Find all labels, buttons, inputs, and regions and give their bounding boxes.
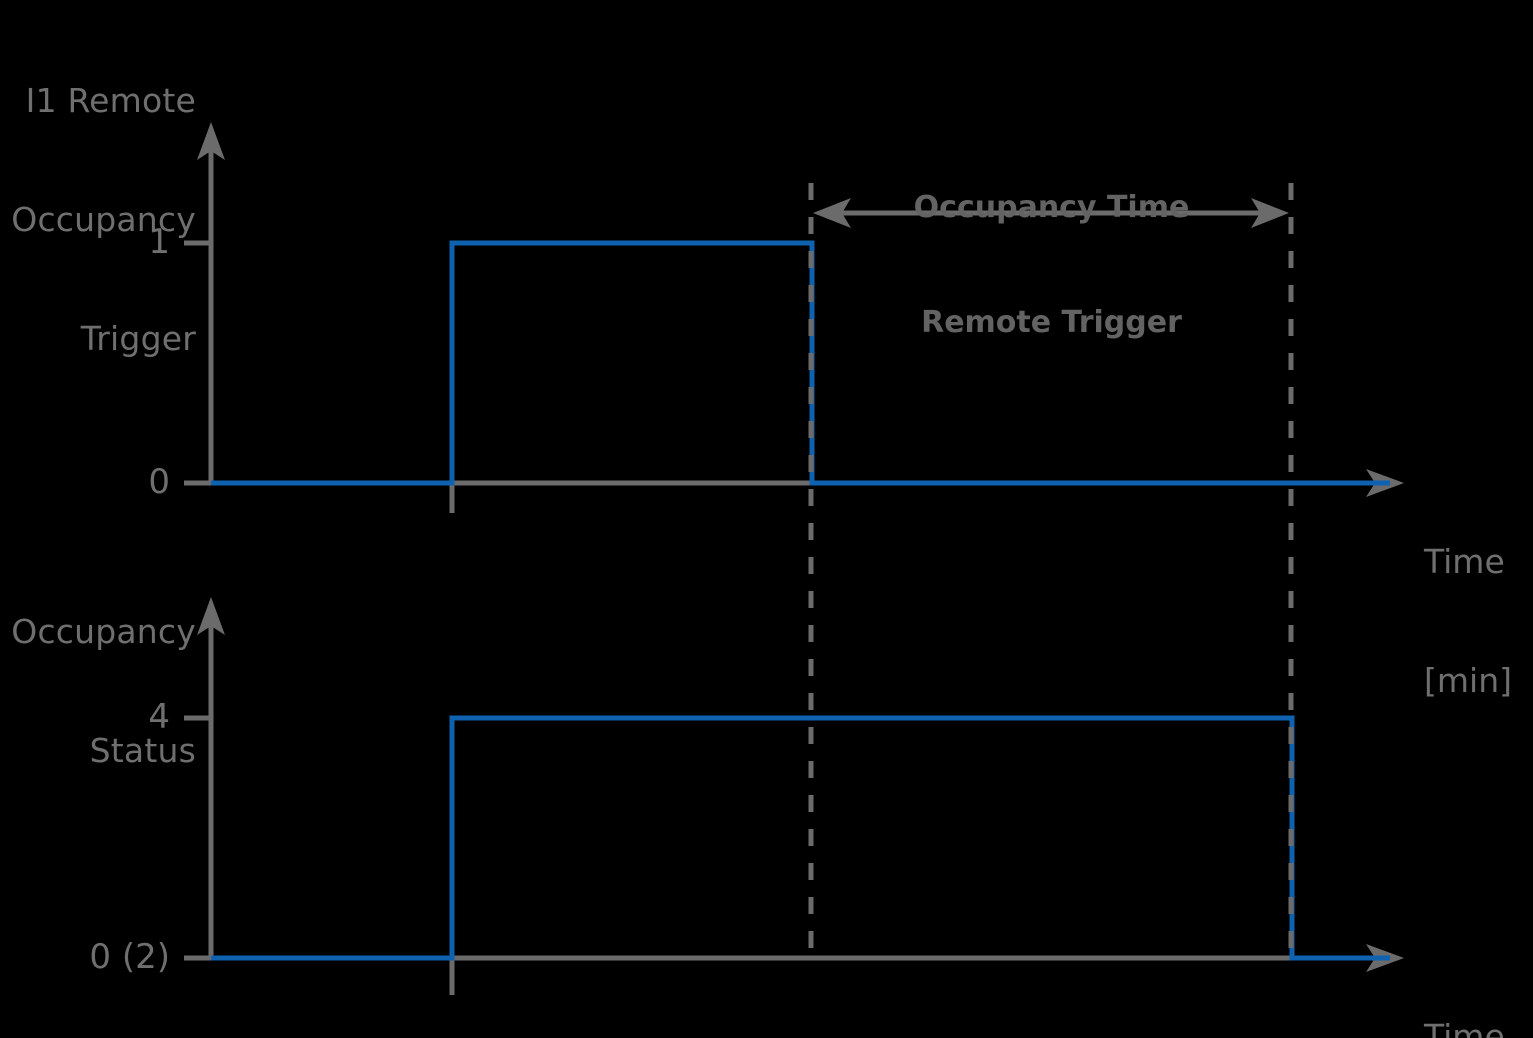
occupancy-time-annotation-line-2: Remote Trigger — [921, 304, 1182, 340]
top-chart-axis-title: I1 Remote Occupancy Trigger — [0, 2, 196, 438]
top-x-axis-label-line-1: Time — [1424, 542, 1505, 582]
top-y-tick-label-1: 1 — [148, 222, 170, 262]
top-x-axis-label-line-2: [min] — [1424, 660, 1512, 700]
top-y-axis-arrowhead — [197, 122, 225, 160]
bottom-y-axis-arrowhead — [197, 597, 225, 635]
occupancy-time-annotation-line-1: Occupancy Time — [913, 189, 1190, 225]
top-y-tick-label-0: 0 — [148, 462, 170, 502]
span-arrow-head-left — [813, 198, 851, 228]
top-x-axis-label: Time [min] — [1424, 463, 1533, 780]
bottom-chart-axes — [184, 597, 1404, 995]
bottom-chart-axis-title-line-2: Status — [89, 730, 196, 770]
top-signal-trace — [211, 240, 1390, 486]
bottom-chart-axis-title: Occupancy Status — [0, 533, 196, 850]
top-chart-axis-title-line-2: Occupancy — [11, 199, 196, 239]
bottom-chart-axis-title-line-1: Occupancy — [11, 612, 196, 652]
bottom-signal-trace — [211, 715, 1390, 961]
occupancy-time-span-arrow — [813, 198, 1289, 228]
top-chart-axis-title-line-3: Trigger — [80, 318, 196, 358]
occupancy-time-annotation: Occupancy Time Remote Trigger — [811, 112, 1292, 419]
bottom-y-tick-label-0: 0 (2) — [89, 937, 170, 977]
span-arrow-head-right — [1251, 198, 1289, 228]
top-chart-axis-title-line-1: I1 Remote — [25, 81, 196, 121]
bottom-x-axis-label-line-1: Time — [1424, 1017, 1505, 1038]
bottom-y-tick-label-4: 4 — [148, 697, 170, 737]
bottom-x-axis-label: Time [min] — [1424, 938, 1533, 1038]
